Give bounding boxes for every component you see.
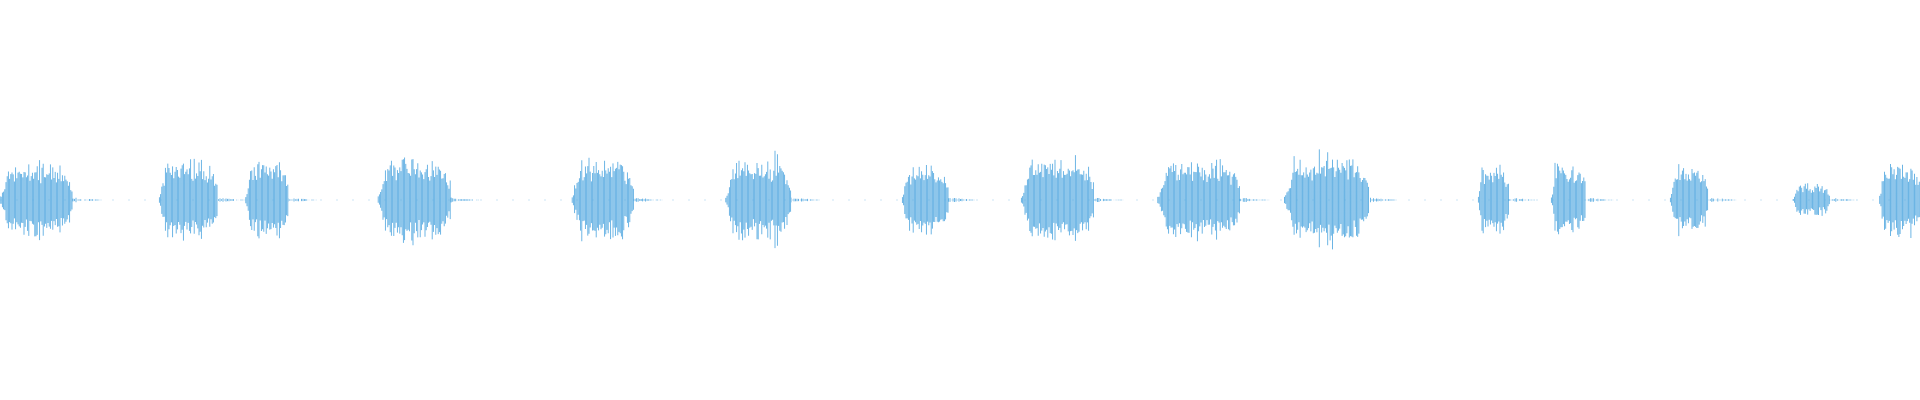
- waveform-burst: [1157, 159, 1270, 242]
- waveform-burst: [725, 150, 820, 249]
- waveform-burst: [245, 161, 317, 239]
- waveform-burst-path: [571, 157, 663, 242]
- waveform-burst: [1550, 162, 1614, 235]
- waveform-burst: [377, 157, 479, 246]
- waveform-burst-path: [725, 150, 820, 249]
- waveform-burst: [571, 157, 663, 242]
- waveform-burst: [1792, 183, 1858, 216]
- waveform-burst-path: [1879, 164, 1920, 238]
- waveform-burst: [1020, 155, 1124, 241]
- waveform-burst-path: [1792, 183, 1858, 216]
- waveform-burst: [1669, 164, 1737, 237]
- waveform-burst-path: [1020, 155, 1124, 241]
- waveform-burst: [1477, 164, 1536, 234]
- waveform-burst-path: [377, 157, 479, 246]
- waveform-burst: [0, 160, 102, 241]
- waveform-burst-path: [1477, 164, 1536, 234]
- waveform-burst-path: [1284, 149, 1397, 250]
- waveform-burst-path: [1669, 164, 1737, 237]
- waveform-burst-path: [1550, 162, 1614, 235]
- waveform-burst: [158, 158, 246, 241]
- waveform-burst-path: [245, 161, 317, 239]
- waveform-burst-path: [901, 165, 975, 235]
- waveform-burst-path: [158, 158, 246, 241]
- waveform-burst: [901, 165, 975, 235]
- waveform-burst: [1879, 164, 1920, 238]
- waveform-burst-path: [0, 160, 102, 241]
- waveform-burst: [1284, 149, 1397, 250]
- waveform-burst-path: [1157, 159, 1270, 242]
